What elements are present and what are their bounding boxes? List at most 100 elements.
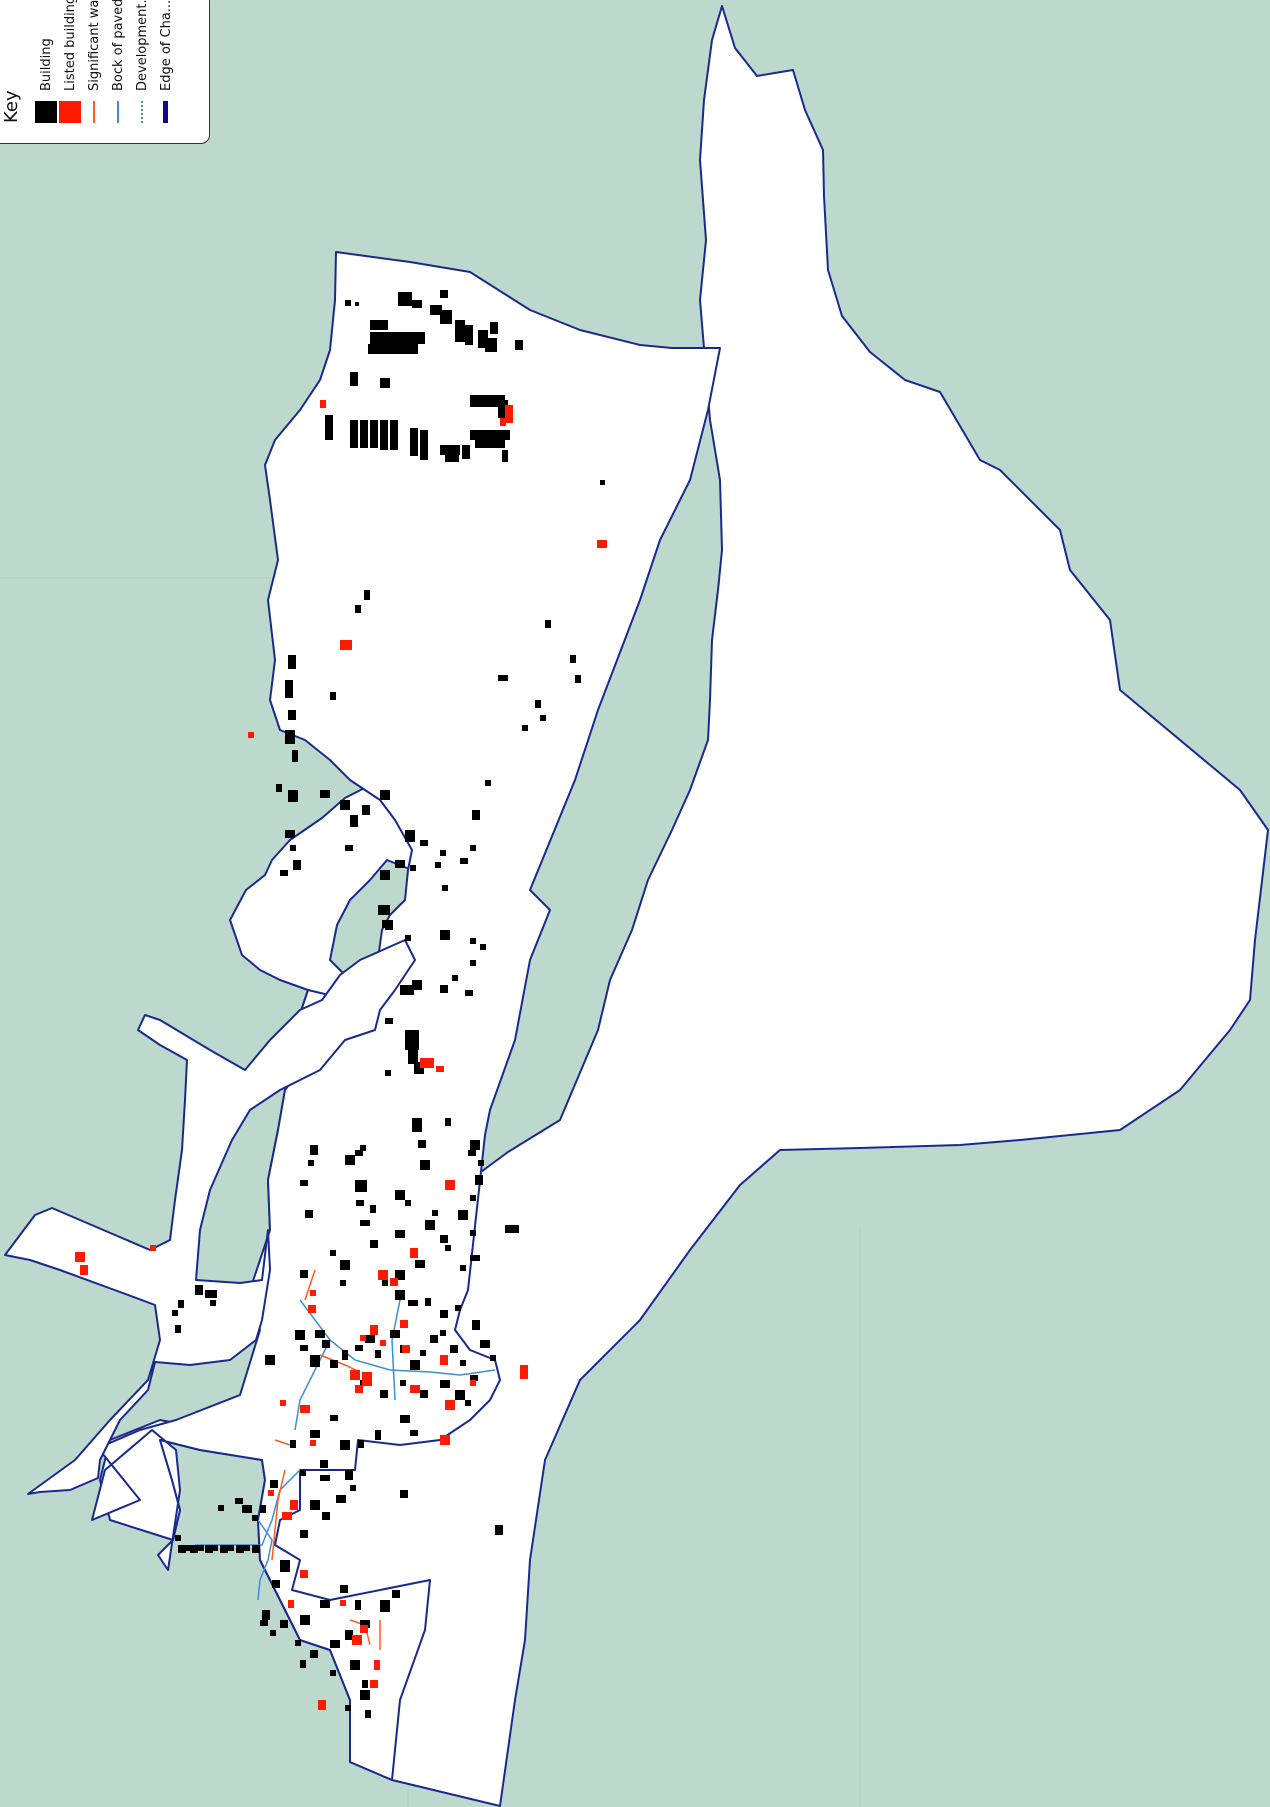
building-footprint (385, 1070, 391, 1076)
building-footprint (340, 1440, 350, 1450)
building-footprint (600, 480, 605, 485)
building-footprint (350, 372, 358, 386)
building-footprint (495, 1525, 503, 1535)
listed-building-footprint (150, 1245, 156, 1251)
building-footprint (265, 1355, 275, 1365)
building-footprint (295, 1330, 305, 1340)
building-footprint (430, 305, 442, 315)
building-footprint (236, 1545, 244, 1553)
building-footprint (300, 1530, 308, 1538)
building-footprint (380, 1600, 390, 1612)
building-footprint (440, 985, 448, 993)
building-footprint (545, 620, 551, 628)
building-footprint (330, 692, 336, 700)
building-footprint (320, 1460, 328, 1468)
listed-building-footprint (280, 1400, 286, 1406)
building-footprint (295, 1640, 301, 1646)
building-footprint (475, 440, 505, 448)
building-footprint (262, 1610, 270, 1620)
building-footprint (445, 1245, 451, 1251)
building-footprint (420, 430, 428, 460)
building-footprint (470, 938, 476, 944)
listed-building-footprint (320, 400, 326, 408)
building-footprint (320, 1600, 330, 1608)
building-footprint (418, 1140, 426, 1148)
legend-item-listed-building: Listed building (59, 0, 81, 123)
listed-building-footprint (350, 1370, 360, 1380)
legend-label: Listed building (62, 0, 78, 91)
building-footprint (382, 1280, 388, 1286)
building-footprint (412, 980, 422, 990)
listed-building-footprint (380, 1340, 386, 1346)
building-footprint (385, 920, 393, 930)
building-footprint (190, 1545, 198, 1553)
building-footprint (370, 1205, 376, 1213)
building-footprint (375, 1430, 381, 1440)
listed-building-footprint (470, 1380, 476, 1386)
building-footprint (378, 905, 390, 915)
building-footprint (420, 840, 428, 846)
building-footprint (340, 1280, 346, 1286)
building-footprint (400, 1490, 408, 1498)
building-footprint (412, 300, 422, 308)
listed-building-footprint (248, 732, 254, 738)
building-footprint (440, 445, 460, 455)
building-footprint (310, 1430, 320, 1438)
building-footprint (445, 1118, 451, 1126)
building-footprint (205, 1545, 213, 1553)
building-footprint (340, 800, 350, 810)
listed-building-footprint (268, 1490, 274, 1496)
building-footprint (468, 1150, 476, 1156)
building-footprint (478, 1160, 484, 1166)
building-footprint (360, 1690, 370, 1700)
building-footprint (440, 930, 450, 940)
building-footprint (365, 1710, 371, 1718)
building-footprint (235, 1498, 243, 1504)
building-swatch-icon (35, 101, 57, 123)
building-footprint (300, 1660, 306, 1668)
listed-building-footprint (500, 418, 506, 426)
listed-building-footprint (440, 1435, 450, 1445)
building-footprint (342, 1350, 348, 1360)
legend-label: Building (38, 38, 54, 91)
building-footprint (325, 415, 333, 440)
area-boundary-west-arm (4, 939, 416, 1495)
building-footprint (390, 420, 398, 450)
building-footprint (502, 450, 508, 462)
building-footprint (276, 784, 282, 792)
building-footprint (288, 655, 296, 669)
building-footprint (408, 1050, 418, 1064)
building-footprint (440, 290, 448, 298)
listed-building-footprint (520, 1365, 528, 1379)
listed-building-footprint (370, 1325, 378, 1335)
building-footprint (360, 420, 368, 448)
building-footprint (535, 700, 541, 708)
building-footprint (420, 1160, 430, 1170)
listed-building-footprint (340, 640, 352, 650)
building-footprint (290, 845, 296, 851)
building-footprint (458, 1210, 468, 1220)
legend-title: Key (1, 90, 22, 123)
building-footprint (340, 1260, 350, 1270)
building-footprint (470, 395, 505, 407)
listed-building-footprint (352, 1635, 362, 1645)
building-footprint (252, 1545, 260, 1553)
map-legend: Key Building Listed building Significant… (0, 0, 210, 144)
listed-building-footprint (505, 405, 513, 423)
building-footprint (398, 292, 412, 306)
building-footprint (218, 1505, 224, 1511)
building-footprint (340, 1585, 348, 1593)
building-footprint (412, 1118, 422, 1132)
listed-building-footprint (445, 1400, 455, 1410)
building-footprint (280, 1560, 290, 1572)
building-footprint (380, 420, 388, 450)
building-footprint (380, 870, 390, 880)
listed-building-footprint (440, 1355, 448, 1365)
building-footprint (355, 302, 359, 306)
building-footprint (470, 845, 476, 851)
building-footprint (280, 870, 288, 876)
building-footprint (315, 1330, 325, 1338)
building-footprint (498, 675, 508, 681)
building-footprint (198, 1545, 204, 1551)
